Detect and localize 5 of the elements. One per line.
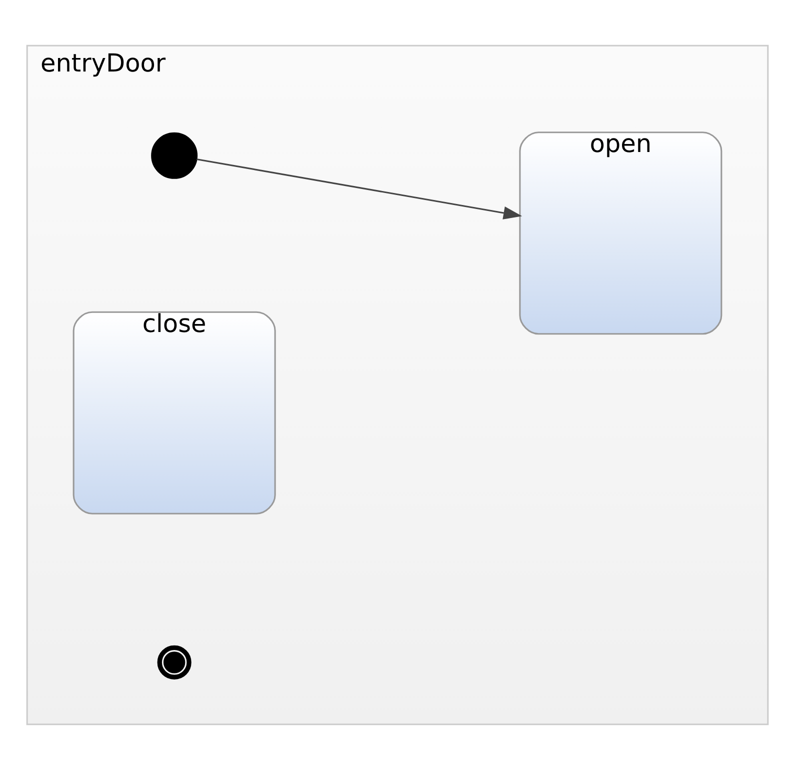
node-circle: [157, 645, 192, 680]
node-box: open: [519, 132, 722, 335]
node-circle: [151, 132, 198, 179]
node-box: close: [72, 311, 276, 514]
arrow: [196, 158, 522, 220]
